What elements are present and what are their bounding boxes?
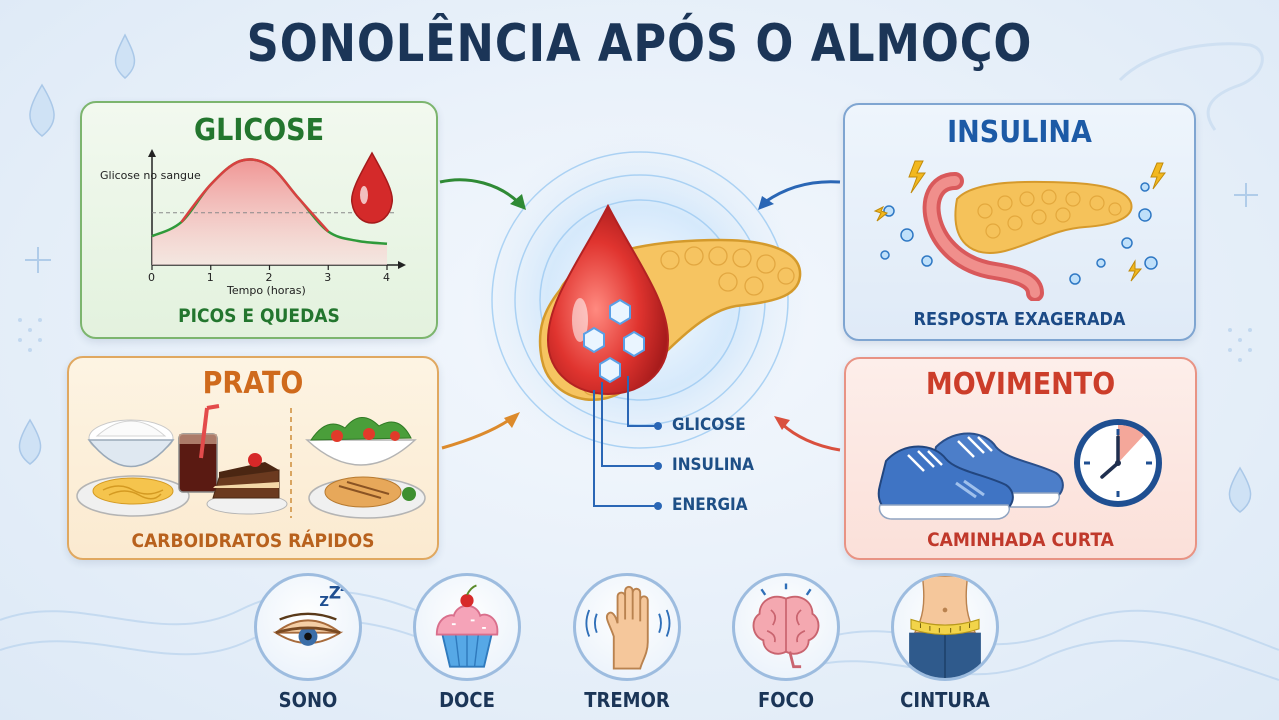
svg-text:Z: Z bbox=[319, 595, 329, 610]
symptom-tremor-circle bbox=[573, 573, 681, 681]
chart-y-arrow bbox=[148, 149, 156, 157]
glicose-caption: PICOS E QUEDAS bbox=[178, 305, 340, 327]
page-title: SONOLÊNCIA APÓS O ALMOÇO bbox=[246, 14, 1033, 74]
chart-x-arrow bbox=[398, 261, 406, 269]
duodenum-icon bbox=[922, 172, 1044, 301]
symptom-cintura-circle bbox=[891, 573, 999, 681]
salad-bowl-icon bbox=[305, 417, 417, 466]
chart-x-ticks bbox=[151, 265, 388, 270]
cupcake-icon bbox=[435, 584, 499, 668]
movement-illustration bbox=[877, 419, 1162, 520]
center-label-energia: ENERGIA bbox=[672, 495, 748, 515]
cake-slice-icon bbox=[206, 453, 288, 515]
arrow-prato-to-center bbox=[441, 416, 513, 450]
x-tick-label: 0 bbox=[148, 271, 155, 284]
arrow-glicose-to-center bbox=[439, 178, 520, 204]
pancreas-illustration bbox=[873, 160, 1166, 301]
prato-panel: PRATO bbox=[67, 356, 439, 560]
movimento-title: MOVIMENTO bbox=[925, 367, 1116, 402]
x-tick-label: 2 bbox=[265, 271, 273, 284]
brain-icon bbox=[752, 583, 820, 669]
movimento-caption: CAMINHADA CURTA bbox=[927, 529, 1114, 551]
svg-text:Z: Z bbox=[329, 584, 341, 604]
insulina-caption: RESPOSTA EXAGERADA bbox=[913, 309, 1126, 330]
plates-illustration bbox=[76, 404, 426, 519]
chicken-plate-icon bbox=[308, 476, 426, 519]
insulin-bubbles-icon bbox=[880, 182, 1158, 285]
glicose-title: GLICOSE bbox=[193, 113, 325, 148]
movimento-panel: MOVIMENTO bbox=[844, 357, 1197, 560]
symptom-tremor-label: TREMOR bbox=[584, 688, 670, 712]
glicose-panel: GLICOSE Glicose no sangue 0 1 2 3 4 Tempo (h… bbox=[80, 101, 438, 339]
clock-icon bbox=[1074, 419, 1162, 507]
insulina-panel: INSULINA bbox=[843, 103, 1196, 341]
x-tick-label: 4 bbox=[383, 271, 390, 284]
glicose-chart-ylabel: Glicose no sangue bbox=[100, 169, 201, 182]
symptom-foco-label: FOCO bbox=[757, 688, 815, 712]
symptom-foco-circle bbox=[732, 573, 840, 681]
x-tick-label: 3 bbox=[324, 271, 332, 284]
pasta-plate-icon bbox=[76, 475, 190, 517]
prato-title: PRATO bbox=[202, 366, 304, 401]
soda-glass-icon bbox=[178, 404, 220, 493]
glicose-chart bbox=[148, 149, 406, 270]
symptom-sono-circle: Z Z Z bbox=[254, 573, 362, 681]
blood-drop-icon bbox=[350, 151, 394, 224]
center-illustration bbox=[538, 203, 802, 510]
glucose-molecule-icon bbox=[583, 298, 645, 384]
sneakers-icon bbox=[877, 432, 1064, 520]
center-label-insulina: INSULINA bbox=[672, 455, 755, 475]
prato-caption: CARBOIDRATOS RÁPIDOS bbox=[131, 530, 375, 552]
shaking-hand-icon bbox=[585, 585, 671, 670]
spark-icon bbox=[873, 160, 1166, 282]
rice-bowl-icon bbox=[87, 419, 175, 468]
pancreas-icon bbox=[954, 180, 1133, 254]
glicose-chart-xlabel: Tempo (horas) bbox=[227, 284, 306, 297]
sleepy-eye-icon: Z Z Z bbox=[272, 580, 348, 646]
center-label-glicose: GLICOSE bbox=[672, 415, 746, 435]
waist-measure-icon bbox=[909, 576, 981, 678]
symptom-doce-circle bbox=[413, 573, 521, 681]
symptom-cintura-label: CINTURA bbox=[900, 688, 990, 712]
x-tick-label: 1 bbox=[206, 271, 214, 284]
svg-text:Z: Z bbox=[340, 580, 348, 594]
symptom-sono-label: SONO bbox=[278, 688, 338, 712]
insulina-title: INSULINA bbox=[947, 115, 1092, 150]
symptom-doce-label: DOCE bbox=[439, 688, 495, 712]
glucose-line-peak bbox=[180, 158, 330, 233]
